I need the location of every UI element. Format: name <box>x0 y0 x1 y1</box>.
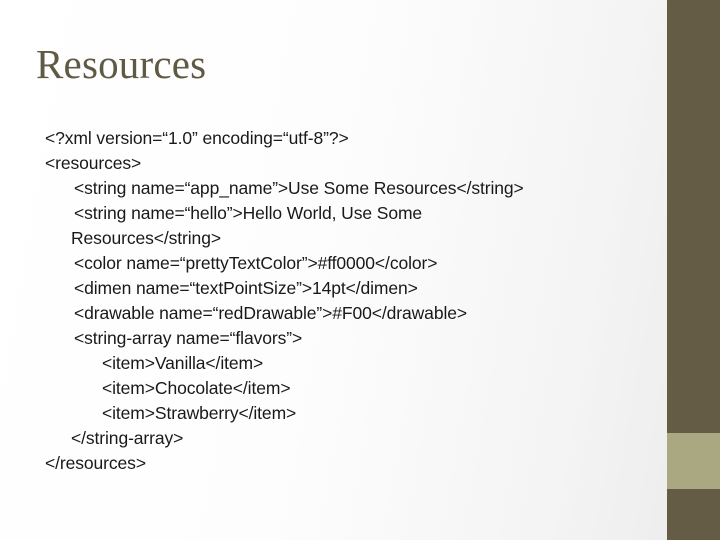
right-decorative-band-light <box>667 433 720 489</box>
code-line: <string name=“app_name”>Use Some Resourc… <box>74 178 524 198</box>
code-line: <resources> <box>45 153 142 173</box>
code-line: Resources</string> <box>71 228 221 248</box>
code-line: <string name=“hello”>Hello World, Use So… <box>74 203 423 223</box>
xml-code-block: <?xml version=“1.0” encoding=“utf-8”?> <r… <box>45 126 645 476</box>
code-line: <item>Vanilla</item> <box>102 353 264 373</box>
code-line: <?xml version=“1.0” encoding=“utf-8”?> <box>45 128 349 148</box>
code-line: <color name=“prettyTextColor”>#ff0000</c… <box>74 253 438 273</box>
code-line: </resources> <box>45 453 146 473</box>
code-line: <string-array name=“flavors”> <box>74 328 303 348</box>
page-title: Resources <box>36 41 207 87</box>
code-line: </string-array> <box>71 428 184 448</box>
code-line: <item>Strawberry</item> <box>102 403 297 423</box>
code-line: <dimen name=“textPointSize”>14pt</dimen> <box>74 278 418 298</box>
code-line: <drawable name=“redDrawable”>#F00</drawa… <box>74 303 467 323</box>
code-line: <item>Chocolate</item> <box>102 378 291 398</box>
